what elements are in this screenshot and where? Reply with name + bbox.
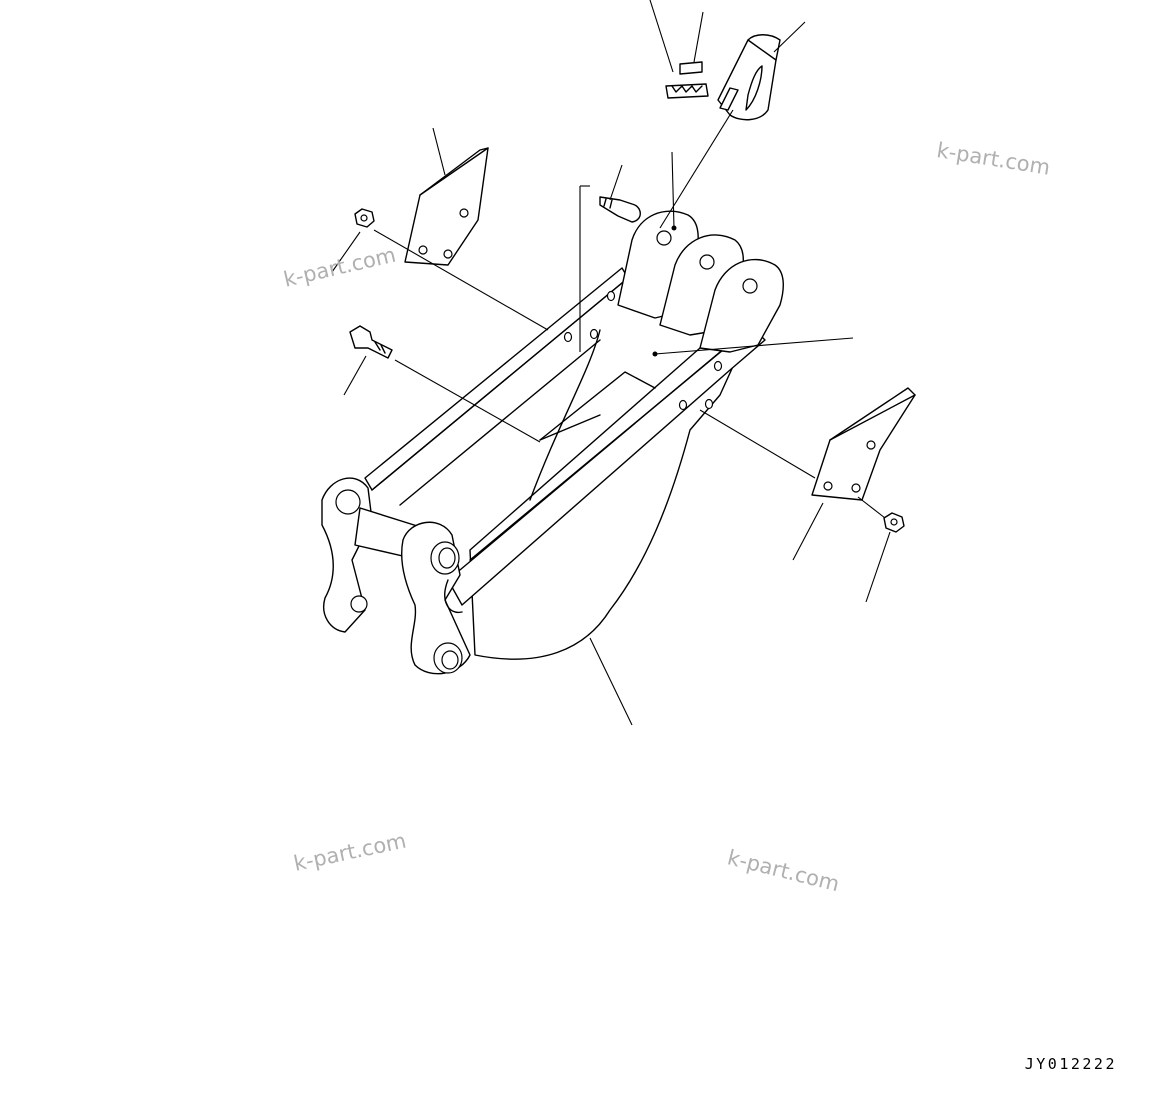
lock-pin <box>679 61 703 75</box>
side-cutters <box>404 147 916 501</box>
tooth-adapter-3 <box>699 258 784 353</box>
tooth-point-assembly <box>665 34 781 121</box>
side-cutter-left <box>404 147 489 266</box>
drawing-code: JY012222 <box>1024 1055 1117 1073</box>
bucket-body <box>321 267 766 675</box>
hardware <box>349 196 905 533</box>
bolt-left <box>349 325 393 359</box>
bolt-top <box>599 196 641 223</box>
leader-lines <box>331 0 891 726</box>
tooth-pin <box>719 87 739 111</box>
tooth-adapters <box>617 210 784 353</box>
bucket-shell <box>469 339 746 660</box>
